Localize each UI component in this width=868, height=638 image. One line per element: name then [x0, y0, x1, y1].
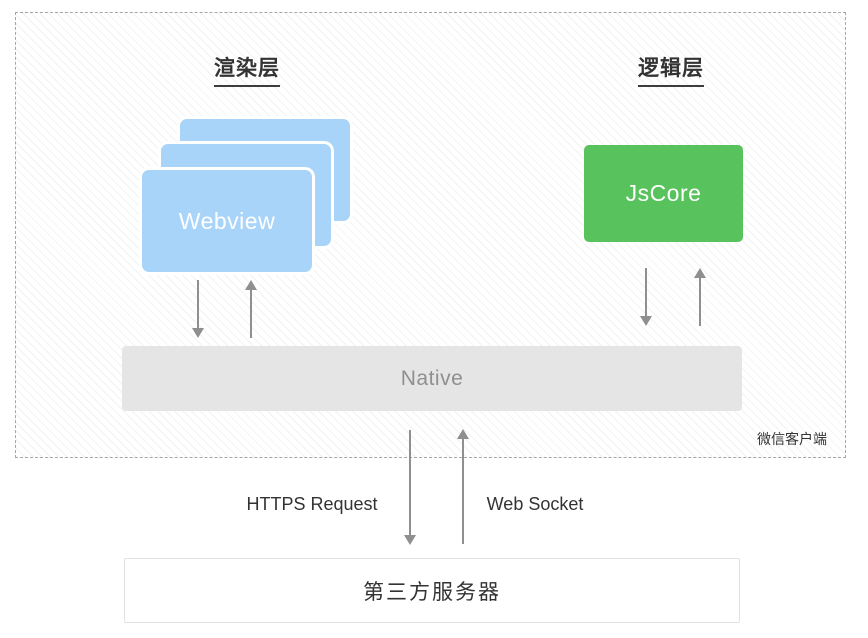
native-label: Native [400, 366, 464, 390]
arrow-native-to-webview-icon [245, 280, 257, 338]
render-layer-title: 渲染层 [214, 52, 280, 87]
third-party-server-box: 第三方服务器 [124, 558, 740, 623]
arrow-jscore-to-native-icon [640, 268, 652, 326]
arrow-https-request-icon [404, 430, 416, 545]
jscore-box: JsCore [584, 145, 743, 242]
https-request-label: HTTPS Request [246, 494, 378, 514]
arrow-native-to-jscore-icon [694, 268, 706, 326]
webview-box: Webview [142, 170, 312, 272]
native-bar: Native [122, 346, 742, 411]
webview-label: Webview [178, 207, 276, 234]
logic-layer-title: 逻辑层 [638, 52, 704, 87]
arrow-web-socket-icon [457, 429, 469, 544]
wechat-client-label: 微信客户端 [757, 431, 827, 447]
arrow-webview-to-native-icon [192, 280, 204, 338]
web-socket-label: Web Socket [486, 494, 584, 514]
jscore-label: JsCore [625, 180, 702, 206]
third-party-server-label: 第三方服务器 [363, 580, 501, 604]
